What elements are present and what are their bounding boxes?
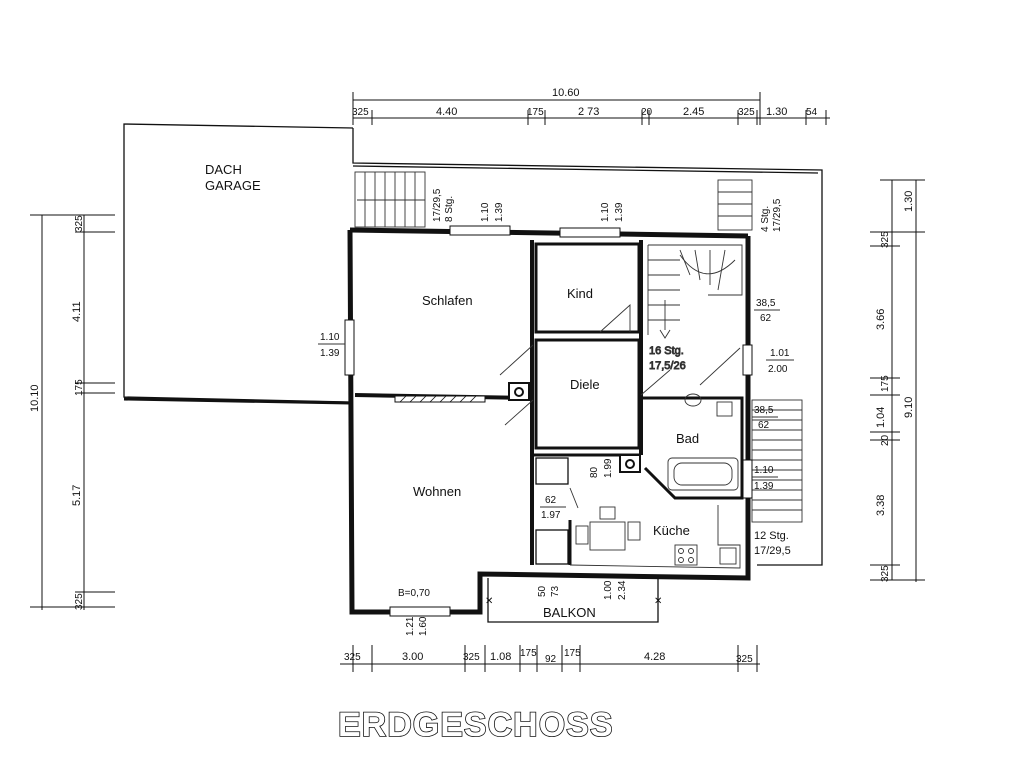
bottom-dim-seg-2: 3.00	[402, 651, 423, 663]
right-dim-seg-6: 20	[880, 434, 891, 446]
stair-opening-b: 62	[760, 313, 772, 324]
bottom-dim-seg-7: 175	[564, 648, 581, 659]
stair-top-right-steps: 4 Stg.	[760, 206, 771, 232]
door-swings	[499, 303, 741, 509]
bottom-dim-seg-3: 325	[463, 652, 480, 663]
bathroom-fixtures	[667, 393, 739, 491]
schlafen-window-height: 1.39	[494, 202, 505, 222]
right-dim-seg-4: 175	[880, 375, 891, 392]
kind-window-width: 1.10	[600, 202, 611, 222]
right-dim-seg-5: 1.04	[875, 407, 887, 428]
bottom-dim-seg-1: 325	[344, 652, 361, 663]
left-dim-seg-3: 175	[74, 379, 85, 396]
balkon-label: BALKON	[543, 605, 596, 620]
top-overall-dimension: 10.60	[552, 87, 580, 99]
garage-roof-label-line2: GARAGE	[205, 178, 261, 193]
balkon-door2-height: 2.34	[617, 580, 628, 600]
top-dim-seg-1: 325	[352, 107, 369, 118]
wohnen-window-height: 1.60	[418, 616, 429, 636]
room-wohnen: Wohnen	[413, 484, 461, 499]
wohnen-window-width: 1.21	[405, 616, 416, 636]
top-dim-seg-7: 325	[738, 107, 755, 118]
right-overall-dimension: 9.10	[903, 397, 915, 418]
kitchen-door-width: 62	[545, 495, 557, 506]
left-dimension-chain: 10.10 325 4.11 175 5.17 325	[29, 214, 115, 610]
balkon-door2-width: 1.00	[603, 580, 614, 600]
outer-terrace-outline	[352, 128, 823, 566]
exterior-walls	[347, 227, 751, 615]
interior-staircase: 16 Stg. 17,5/26	[647, 244, 743, 372]
bad-opening-b: 62	[758, 420, 770, 431]
left-overall-dimension: 10.10	[29, 384, 41, 412]
right-dim-seg-1: 1.30	[903, 191, 915, 212]
opening-annotations: 1.10 1.39 1.10 1.39 1.10 1.39 38,5 62 1.…	[318, 202, 794, 636]
left-dim-seg-4: 5.17	[71, 485, 83, 506]
stair-top-right-ratio: 17/29,5	[772, 198, 783, 232]
kind-window-height: 1.39	[614, 202, 625, 222]
stair-right-steps: 12 Stg.	[754, 530, 789, 542]
left-window-height: 1.39	[320, 348, 340, 359]
bottom-dim-seg-6: 92	[545, 654, 557, 665]
chimneys	[508, 382, 641, 473]
balcony: ✕ ✕ BALKON	[485, 578, 662, 623]
right-dim-seg-8: 325	[880, 565, 891, 582]
inner-stair-steps: 16 Stg.	[649, 345, 684, 357]
room-bad: Bad	[676, 431, 699, 446]
room-kueche: Küche	[653, 523, 690, 538]
room-diele: Diele	[570, 377, 600, 392]
room-kind: Kind	[567, 286, 593, 301]
bottom-dim-seg-4: 1.08	[490, 651, 511, 663]
kitchen-fixtures	[569, 505, 741, 569]
stair-window-height: 2.00	[768, 364, 788, 375]
top-dim-seg-8: 1.30	[766, 106, 787, 118]
wohnen-opening-note: B=0,70	[398, 588, 430, 599]
left-dim-seg-2: 4.11	[71, 301, 83, 322]
top-dim-seg-6: 2.45	[683, 106, 704, 118]
garage-roof: DACH GARAGE	[123, 123, 354, 405]
schlafen-window-width: 1.10	[480, 202, 491, 222]
balkon-door-height: 73	[550, 585, 561, 597]
bottom-dimension-chain: 325 3.00 325 1.08 175 92 175 4.28 325	[340, 645, 760, 672]
top-dimension-chain: 10.60 325 4.40 175 2 73 20 2.45 325 1.30…	[352, 87, 830, 125]
bad-opening-a: 38,5	[754, 405, 774, 416]
left-dim-seg-1: 325	[74, 215, 85, 232]
inner-stair-ratio: 17,5/26	[649, 360, 686, 372]
left-window-width: 1.10	[320, 332, 340, 343]
stair-opening-a: 38,5	[756, 298, 776, 309]
balkon-x-right: ✕	[654, 596, 662, 607]
right-dimension-chain: 1.30 325 3.66 175 1.04 20 9.10 3.38 325	[870, 179, 925, 582]
right-dim-seg-7: 3.38	[875, 495, 887, 516]
garage-roof-label-line1: DACH	[205, 162, 242, 177]
stair-top-right: 4 Stg. 17/29,5	[717, 179, 783, 232]
stair-right-ratio: 17/29,5	[754, 545, 791, 557]
kitchen-door-height: 1.97	[541, 510, 561, 521]
balkon-x-left: ✕	[485, 596, 493, 607]
top-dim-seg-4: 2 73	[578, 106, 599, 118]
bad-window-height: 1.39	[754, 481, 774, 492]
bad-window-width: 1.10	[754, 465, 774, 476]
bottom-dim-seg-8: 4.28	[644, 651, 665, 663]
room-labels: Schlafen Kind Diele Bad Wohnen Küche	[413, 286, 699, 538]
top-dim-seg-9: 54	[806, 107, 818, 118]
top-dim-seg-3: 175	[527, 107, 544, 118]
windows	[344, 225, 753, 617]
right-dim-seg-3: 3.66	[875, 309, 887, 330]
diele-door-width: 80	[589, 466, 600, 478]
stair-right-side: 12 Stg. 17/29,5	[751, 399, 803, 557]
left-dim-seg-5: 325	[74, 593, 85, 610]
top-dim-seg-2: 4.40	[436, 106, 457, 118]
stair-top-left-ratio: 17/29,5	[432, 188, 443, 222]
diele-door-height: 1.99	[603, 458, 614, 478]
plan-title: ERDGESCHOSS	[338, 706, 614, 744]
top-dim-seg-5: 20	[641, 107, 653, 118]
stair-top-left-steps: 8 Stg.	[444, 196, 455, 222]
stair-window-width: 1.01	[770, 348, 790, 359]
right-dim-seg-2: 325	[880, 231, 891, 248]
balkon-door-width: 50	[537, 585, 548, 597]
bottom-dim-seg-5: 175	[520, 648, 537, 659]
stair-top-left: 17/29,5 8 Stg.	[354, 171, 455, 228]
bottom-dim-seg-9: 325	[736, 654, 753, 665]
room-schlafen: Schlafen	[422, 293, 473, 308]
